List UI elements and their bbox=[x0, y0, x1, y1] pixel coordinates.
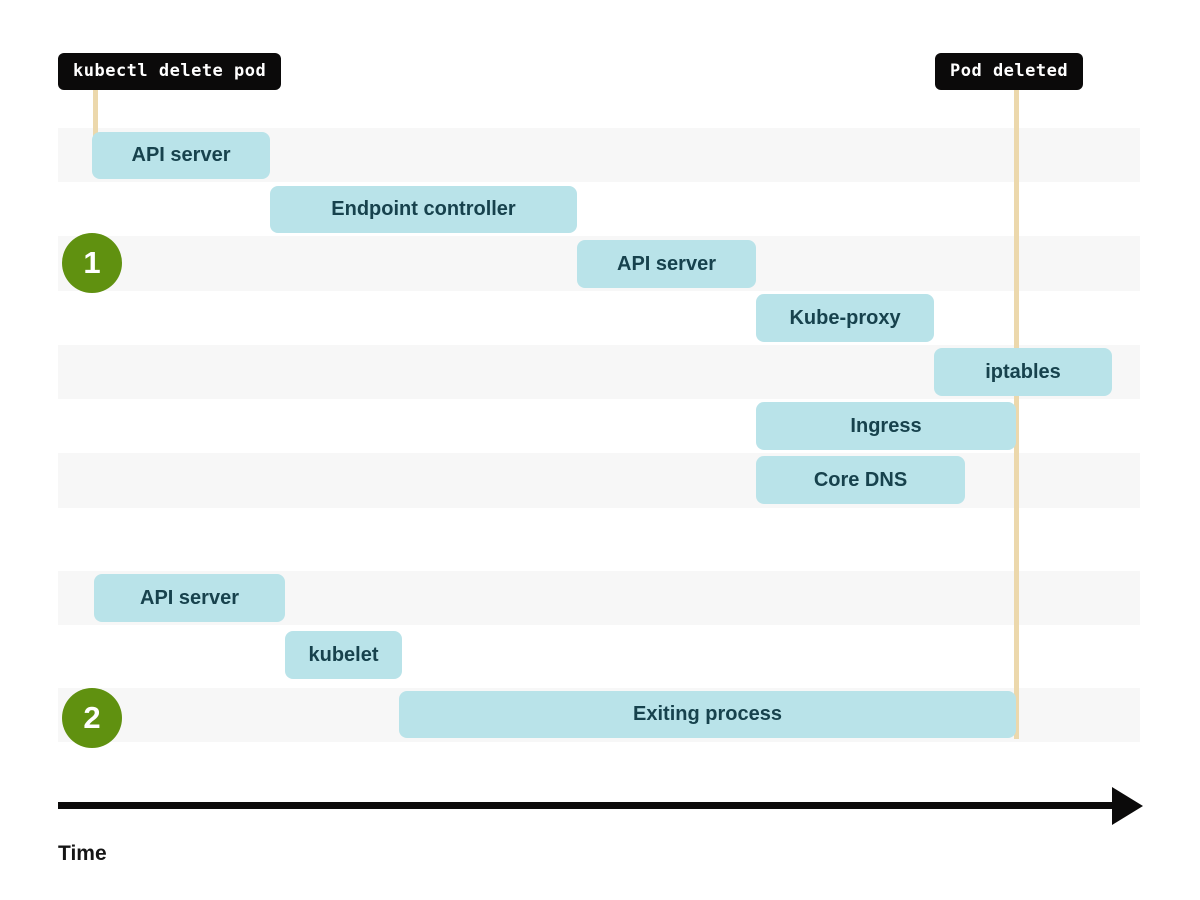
pod-deleted-time-guide-line bbox=[1014, 90, 1019, 739]
time-axis-arrowhead-icon bbox=[1112, 787, 1143, 825]
kubectl-delete-pod-label: kubectl delete pod bbox=[58, 53, 282, 90]
timeline-bar-core-dns: Core DNS bbox=[756, 456, 965, 504]
row-stripe bbox=[58, 453, 1140, 508]
delete-command-time-guide-line bbox=[93, 88, 98, 140]
group-2-badge: 2 bbox=[62, 688, 122, 748]
timeline-bar-api-server: API server bbox=[94, 574, 285, 622]
timeline-bar-kubelet: kubelet bbox=[285, 631, 402, 679]
time-axis-label: Time bbox=[58, 842, 107, 865]
group-1-badge: 1 bbox=[62, 233, 122, 293]
timeline-bar-iptables: iptables bbox=[934, 348, 1112, 396]
timeline-bar-exiting-process: Exiting process bbox=[399, 691, 1016, 738]
time-axis-line bbox=[58, 802, 1114, 809]
timeline-bar-endpoint-controller: Endpoint controller bbox=[270, 186, 577, 233]
timeline-bar-api-server: API server bbox=[92, 132, 270, 179]
pod-deleted-label: Pod deleted bbox=[935, 53, 1084, 90]
timeline-bar-api-server: API server bbox=[577, 240, 756, 288]
timeline-bar-ingress: Ingress bbox=[756, 402, 1016, 450]
timeline-bar-kube-proxy: Kube-proxy bbox=[756, 294, 934, 342]
